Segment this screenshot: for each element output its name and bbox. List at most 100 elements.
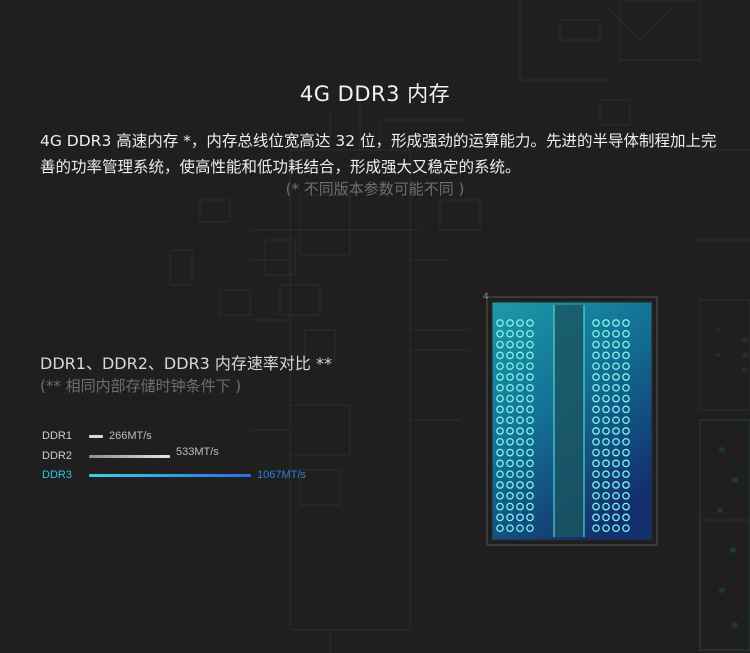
chip-pin bbox=[622, 405, 630, 414]
chip-pin bbox=[612, 351, 620, 360]
rate-label-ddr3: DDR3 bbox=[42, 469, 72, 481]
speed-comparison-footnote: (** 相同内部存储时钟条件下 ) bbox=[40, 377, 242, 395]
chip-pin bbox=[506, 437, 514, 446]
memory-chip-illustration: 4 bbox=[483, 292, 658, 546]
chip-pin bbox=[622, 448, 630, 457]
chip-pin bbox=[516, 416, 524, 425]
chip-pin bbox=[526, 427, 534, 435]
chip-pin bbox=[622, 481, 630, 489]
chip-pin bbox=[526, 405, 534, 414]
chip-pin bbox=[506, 459, 514, 468]
chip-pin bbox=[592, 351, 600, 360]
chip-pin bbox=[506, 481, 514, 489]
chip-pin bbox=[612, 427, 620, 435]
chip-pin bbox=[526, 416, 534, 425]
chip-pin bbox=[622, 524, 630, 533]
chip-pin bbox=[592, 481, 600, 489]
rate-value-ddr3: 1067MT/s bbox=[257, 469, 306, 481]
chip-pin bbox=[592, 373, 600, 381]
chip-pin bbox=[506, 383, 514, 392]
chip-pin bbox=[612, 470, 620, 479]
chip-pin bbox=[526, 502, 534, 511]
chip-pin bbox=[612, 481, 620, 489]
chip-pin bbox=[622, 351, 630, 360]
chip-pin bbox=[602, 405, 610, 414]
chip-pin bbox=[506, 448, 514, 457]
description-footnote: (* 不同版本参数可能不同 ) bbox=[285, 180, 465, 198]
chip-pin bbox=[506, 502, 514, 511]
chip-pin bbox=[496, 362, 504, 371]
rate-bar-ddr1 bbox=[89, 435, 103, 438]
chip-pin bbox=[516, 491, 524, 500]
chip-pin bbox=[602, 329, 610, 338]
chip-pin bbox=[516, 329, 524, 338]
chip-pin bbox=[506, 513, 514, 522]
chip-pin bbox=[526, 513, 534, 522]
chip-pin bbox=[622, 373, 630, 381]
chip-pin bbox=[602, 437, 610, 446]
chip-pin bbox=[526, 329, 534, 338]
chip-pin bbox=[526, 459, 534, 468]
chip-pin bbox=[506, 340, 514, 349]
chip-pin bbox=[526, 383, 534, 392]
chip-pin bbox=[496, 470, 504, 479]
chip-pin bbox=[592, 340, 600, 349]
chip-pin bbox=[496, 383, 504, 392]
chip-pin bbox=[496, 427, 504, 435]
chip-pin bbox=[592, 319, 600, 327]
chip-pin bbox=[516, 405, 524, 414]
chip-pin bbox=[516, 437, 524, 446]
chip-pin bbox=[592, 427, 600, 435]
chip-pin bbox=[602, 351, 610, 360]
chip-pin bbox=[496, 405, 504, 414]
chip-pin bbox=[612, 459, 620, 468]
chip-pin bbox=[602, 459, 610, 468]
chip-pin bbox=[612, 513, 620, 522]
chip-pin bbox=[612, 340, 620, 349]
chip-pin bbox=[496, 502, 504, 511]
chip-pin bbox=[506, 394, 514, 403]
chip-pin bbox=[602, 524, 610, 533]
chip-pin bbox=[622, 491, 630, 500]
chip-pin bbox=[592, 470, 600, 479]
chip-pin bbox=[612, 448, 620, 457]
chip-pin bbox=[516, 481, 524, 489]
chip-pin bbox=[612, 373, 620, 381]
chip-pin bbox=[496, 459, 504, 468]
chip-pin bbox=[506, 329, 514, 338]
chip-pin bbox=[496, 481, 504, 489]
chip-pin bbox=[612, 329, 620, 338]
chip-pin bbox=[516, 319, 524, 327]
chip-pin bbox=[622, 416, 630, 425]
chip-pin bbox=[622, 340, 630, 349]
chip-pin bbox=[516, 373, 524, 381]
memory-description: 4G DDR3 高速内存 *，内存总线位宽高达 32 位，形成强劲的运算能力。先… bbox=[40, 132, 717, 176]
chip-pin bbox=[506, 470, 514, 479]
rate-value-ddr2: 533MT/s bbox=[176, 446, 219, 458]
chip-pin bbox=[592, 383, 600, 392]
chip-pin bbox=[506, 362, 514, 371]
chip-pin bbox=[602, 340, 610, 349]
chip-pin bbox=[622, 362, 630, 371]
speed-comparison-title: DDR1、DDR2、DDR3 内存速率对比 ** bbox=[40, 354, 332, 373]
chip-pin bbox=[526, 340, 534, 349]
rate-value-ddr1: 266MT/s bbox=[109, 430, 152, 442]
chip-pin bbox=[612, 524, 620, 533]
chip-pin bbox=[612, 362, 620, 371]
chip-pin bbox=[592, 394, 600, 403]
chip-pin bbox=[526, 481, 534, 489]
chip-pin bbox=[516, 340, 524, 349]
chip-pin bbox=[516, 502, 524, 511]
chip-pin bbox=[612, 502, 620, 511]
chip-pin bbox=[526, 470, 534, 479]
chip-pin bbox=[622, 329, 630, 338]
chip-pin bbox=[496, 351, 504, 360]
chip-pin bbox=[516, 524, 524, 533]
chip-pin bbox=[592, 416, 600, 425]
chip-pin bbox=[622, 437, 630, 446]
chip-pin bbox=[496, 329, 504, 338]
chip-pin bbox=[602, 394, 610, 403]
chip-pin bbox=[602, 448, 610, 457]
chip-pin bbox=[622, 319, 630, 327]
chip-pin bbox=[602, 481, 610, 489]
